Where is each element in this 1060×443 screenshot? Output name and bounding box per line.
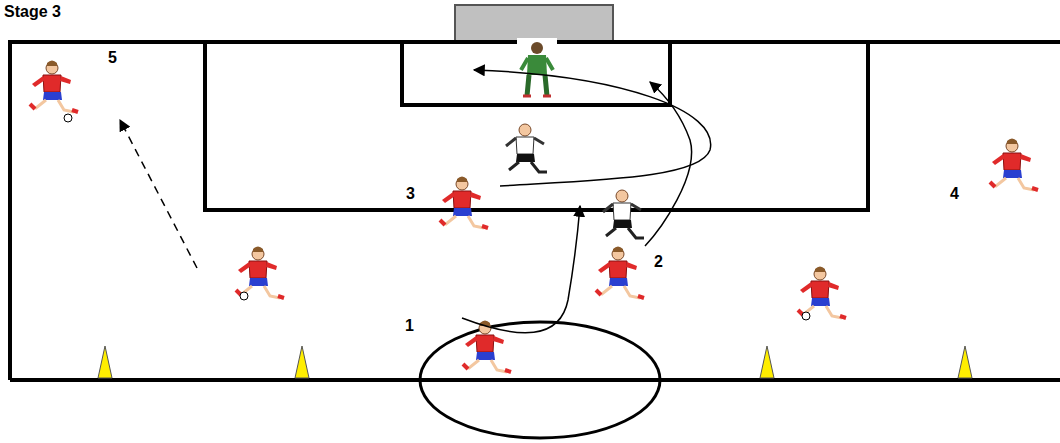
goalkeeper bbox=[517, 38, 557, 102]
movement-arrows bbox=[120, 70, 711, 333]
defender bbox=[506, 124, 547, 172]
callout-number: 4 bbox=[950, 186, 959, 202]
attacker bbox=[440, 177, 488, 229]
attacker bbox=[798, 267, 846, 319]
callout-number: 5 bbox=[108, 50, 117, 66]
defender bbox=[603, 190, 644, 238]
cones bbox=[98, 346, 972, 378]
stage-title: Stage 3 bbox=[4, 4, 61, 20]
attacker bbox=[463, 321, 511, 373]
callout-number: 1 bbox=[405, 318, 414, 334]
attacker bbox=[236, 247, 284, 299]
goal bbox=[455, 5, 613, 42]
balls bbox=[64, 114, 810, 320]
callout-number: 2 bbox=[654, 254, 663, 270]
callout-number: 3 bbox=[406, 186, 415, 202]
attacker bbox=[596, 247, 644, 299]
attacker bbox=[30, 61, 78, 113]
attacker bbox=[990, 139, 1038, 191]
